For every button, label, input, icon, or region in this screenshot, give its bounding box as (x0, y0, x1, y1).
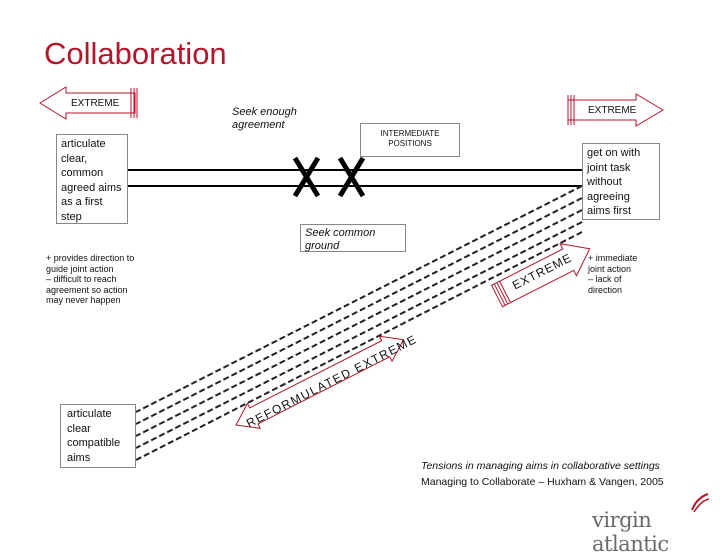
virgin-atlantic-logo: virgin atlantic (592, 508, 669, 556)
extreme-right-label: EXTREME (588, 105, 637, 116)
reformulated-arrow (235, 335, 405, 430)
right-note-line: direction (588, 284, 623, 295)
cross-mark-2 (337, 156, 366, 198)
right-note-line: – lack of (588, 274, 622, 284)
caption-reference: Managing to Collaborate – Huxham & Vange… (421, 475, 664, 488)
left-note-line: – difficult to reach (46, 274, 117, 284)
diagonal-extreme-arrow (490, 242, 591, 308)
left-note-line: + provides direction to (46, 253, 135, 263)
left-note-line: agreement so action (46, 284, 128, 295)
diagonal-dashes (135, 185, 583, 461)
intermediate-box: INTERMEDIATE POSITIONS (360, 123, 460, 157)
diagram-lines (39, 86, 664, 461)
seek-enough-label: Seek enough agreement (232, 106, 297, 131)
caption: Tensions in managing aims in collaborati… (421, 459, 664, 490)
left-extreme-arrow (39, 86, 136, 120)
right-note-line: joint action (588, 263, 632, 274)
right-note: + immediate joint action – lack of direc… (588, 253, 637, 295)
extreme-left-label: EXTREME (71, 98, 120, 109)
left-note-line: may never happen (46, 295, 121, 305)
page-title: Collaboration (44, 36, 227, 71)
left-aims-box: articulate clear, common agreed aims as … (56, 134, 128, 224)
logo-swoosh-icon (691, 493, 710, 513)
cross-mark-1 (292, 156, 321, 198)
caption-title: Tensions in managing aims in collaborati… (421, 460, 660, 472)
right-aims-box: get on with joint task without agreeing … (582, 143, 660, 220)
left-note: + provides direction to guide joint acti… (46, 253, 134, 306)
left-note-line: guide joint action (46, 263, 114, 274)
right-note-line: + immediate (588, 253, 638, 263)
bottom-aims-box: articulate clear compatible aims (60, 404, 136, 468)
seek-common-box: Seek common ground (300, 224, 406, 252)
